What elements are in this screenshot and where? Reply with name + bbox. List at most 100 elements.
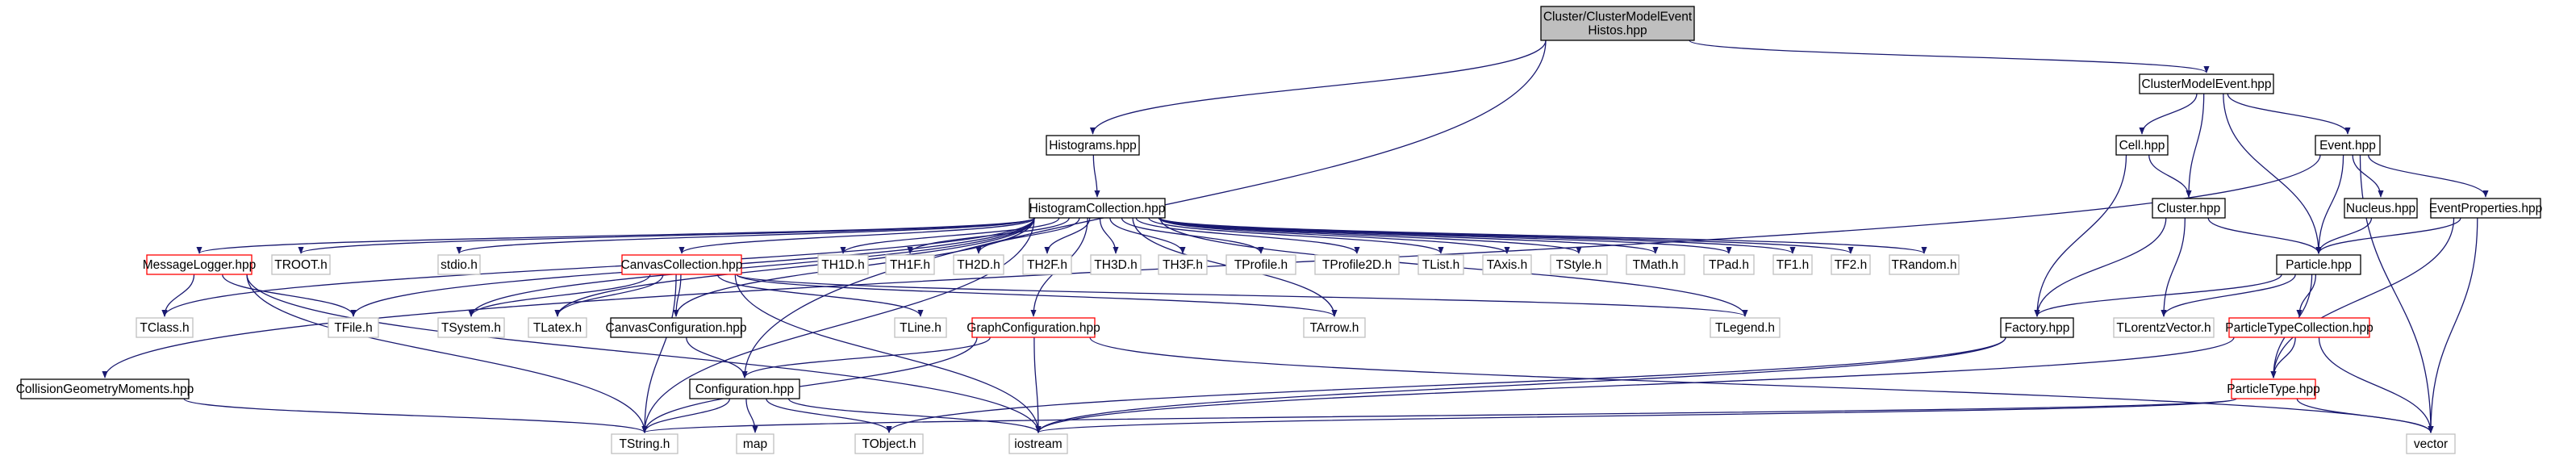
node-taxis-label: TAxis.h: [1487, 258, 1528, 272]
edge-graphconf-to-config: [741, 337, 991, 378]
node-config[interactable]: Configuration.hpp: [689, 378, 800, 399]
node-eventprops-label: EventProperties.hpp: [2429, 202, 2542, 215]
edge-hc-to-troot: [298, 217, 1035, 254]
node-tlist-box: [1417, 254, 1464, 275]
node-msglog[interactable]: MessageLogger.hpp: [143, 254, 256, 275]
node-tlegend-box: [1710, 317, 1781, 338]
node-trandom-label: TRandom.h: [1892, 258, 1957, 272]
node-tlorentz-box: [2113, 317, 2215, 338]
edge-canvascoll-to-tarrow: [736, 274, 1338, 317]
edge-ptype-to-tstring: [642, 398, 2237, 433]
node-th2f: TH2F.h: [1022, 254, 1072, 275]
node-factory-box: [2000, 317, 2074, 338]
edge-hc-to-tclass: [161, 217, 1035, 317]
edge-event-to-nucleus: [2352, 154, 2384, 198]
edge-config-to-map: [745, 398, 758, 433]
edge-hc-to-tmath: [1159, 217, 1659, 254]
node-particle-label: Particle.hpp: [2286, 258, 2352, 272]
node-msglog-label: MessageLogger.hpp: [143, 258, 256, 272]
node-tf2-label: TF2.h: [1835, 258, 1867, 272]
edge-particle-to-ptc: [2296, 274, 2317, 317]
node-msglog-box: [146, 254, 253, 275]
node-stdio: stdio.h: [437, 254, 481, 275]
node-eventprops-box: [2430, 198, 2541, 219]
edge-hc-to-th1d: [840, 217, 1060, 254]
node-canvascoll[interactable]: CanvasCollection.hpp: [621, 254, 743, 275]
node-tarrow-box: [1303, 317, 1366, 338]
node-tstring-label: TString.h: [620, 437, 670, 451]
node-tfile-label: TFile.h: [334, 321, 372, 335]
edge-graphconf-to-iostream: [1033, 337, 1042, 433]
node-cme[interactable]: ClusterModelEvent.hpp: [2139, 73, 2274, 94]
node-tf2: TF2.h: [1831, 254, 1871, 275]
edge-root-to-histograms: [1089, 40, 1547, 135]
edge-hc-to-tstyle: [1159, 217, 1582, 254]
node-tarrow: TArrow.h: [1303, 317, 1366, 338]
edge-cme-to-cluster: [2186, 93, 2205, 198]
node-th2d-box: [953, 254, 1004, 275]
edge-hc-to-th2d: [975, 217, 1080, 254]
edge-ptype-to-iostream: [1035, 398, 2237, 433]
node-tlegend-label: TLegend.h: [1715, 321, 1775, 335]
node-cell-label: Cell.hpp: [2119, 139, 2165, 153]
node-eventprops[interactable]: EventProperties.hpp: [2429, 198, 2542, 219]
node-vector: vector: [2406, 433, 2456, 454]
edge-ptc-to-iostream: [1035, 337, 2235, 433]
node-troot-box: [271, 254, 331, 275]
edge-cme-to-event: [2227, 93, 2351, 135]
edge-cell-to-factory: [2034, 154, 2127, 317]
node-factory[interactable]: Factory.hpp: [2000, 317, 2074, 338]
edge-config-to-iostream: [787, 398, 1042, 433]
node-canvasconf[interactable]: CanvasConfiguration.hpp: [606, 317, 747, 338]
node-iostream: iostream: [1008, 433, 1068, 454]
edge-canvascoll-to-tline: [716, 274, 924, 317]
node-ptc[interactable]: ParticleTypeCollection.hpp: [2225, 317, 2374, 338]
node-th3f-label: TH3F.h: [1163, 258, 1203, 272]
node-ptype[interactable]: ParticleType.hpp: [2227, 378, 2320, 399]
node-particle-box: [2276, 254, 2361, 275]
node-nucleus[interactable]: Nucleus.hpp: [2344, 198, 2418, 219]
node-vector-box: [2406, 433, 2456, 454]
node-cgm[interactable]: CollisionGeometryMoments.hpp: [16, 378, 194, 399]
node-event[interactable]: Event.hpp: [2315, 135, 2381, 156]
node-canvascoll-label: CanvasCollection.hpp: [621, 258, 743, 272]
node-graphconf[interactable]: GraphConfiguration.hpp: [967, 317, 1100, 338]
edge-cgm-to-tstring: [183, 398, 648, 433]
node-tmath-box: [1626, 254, 1685, 275]
node-config-label: Configuration.hpp: [695, 382, 794, 396]
node-taxis: TAxis.h: [1482, 254, 1532, 275]
node-vector-label: vector: [2414, 437, 2448, 451]
node-histograms[interactable]: Histograms.hpp: [1046, 135, 1140, 156]
node-trandom: TRandom.h: [1889, 254, 1960, 275]
node-trandom-box: [1889, 254, 1960, 275]
node-cme-label: ClusterModelEvent.hpp: [2141, 77, 2271, 91]
node-tsystem-box: [437, 317, 505, 338]
node-cgm-box: [20, 378, 190, 399]
node-hc[interactable]: HistogramCollection.hpp: [1029, 198, 1166, 219]
node-tpad-box: [1703, 254, 1755, 275]
edge-hc-to-tsystem: [468, 217, 1035, 317]
node-config-box: [689, 378, 800, 399]
node-root-label: Cluster/ClusterModelEvent: [1543, 10, 1693, 24]
node-graphconf-box: [971, 317, 1096, 338]
edge-hc-to-th3f: [1109, 217, 1186, 254]
edge-root-to-cme: [1689, 40, 2210, 73]
node-tlegend: TLegend.h: [1710, 317, 1781, 338]
node-th3d-box: [1090, 254, 1142, 275]
node-tfile-box: [328, 317, 379, 338]
node-tlatex-label: TLatex.h: [533, 321, 582, 335]
node-tclass-box: [136, 317, 194, 338]
node-ptc-label: ParticleTypeCollection.hpp: [2225, 321, 2374, 335]
edge-factory-to-iostream: [1035, 337, 2006, 433]
node-hc-box: [1029, 198, 1166, 219]
node-tclass: TClass.h: [136, 317, 194, 338]
edge-graphconf-to-tstring: [641, 337, 978, 433]
edge-factory-to-tobject: [886, 337, 2006, 433]
node-cluster[interactable]: Cluster.hpp: [2152, 198, 2226, 219]
node-particle[interactable]: Particle.hpp: [2276, 254, 2361, 275]
edge-hc-to-tstring: [641, 217, 1035, 433]
node-cell[interactable]: Cell.hpp: [2115, 135, 2169, 156]
node-th1d-box: [817, 254, 869, 275]
node-th3f-box: [1158, 254, 1208, 275]
